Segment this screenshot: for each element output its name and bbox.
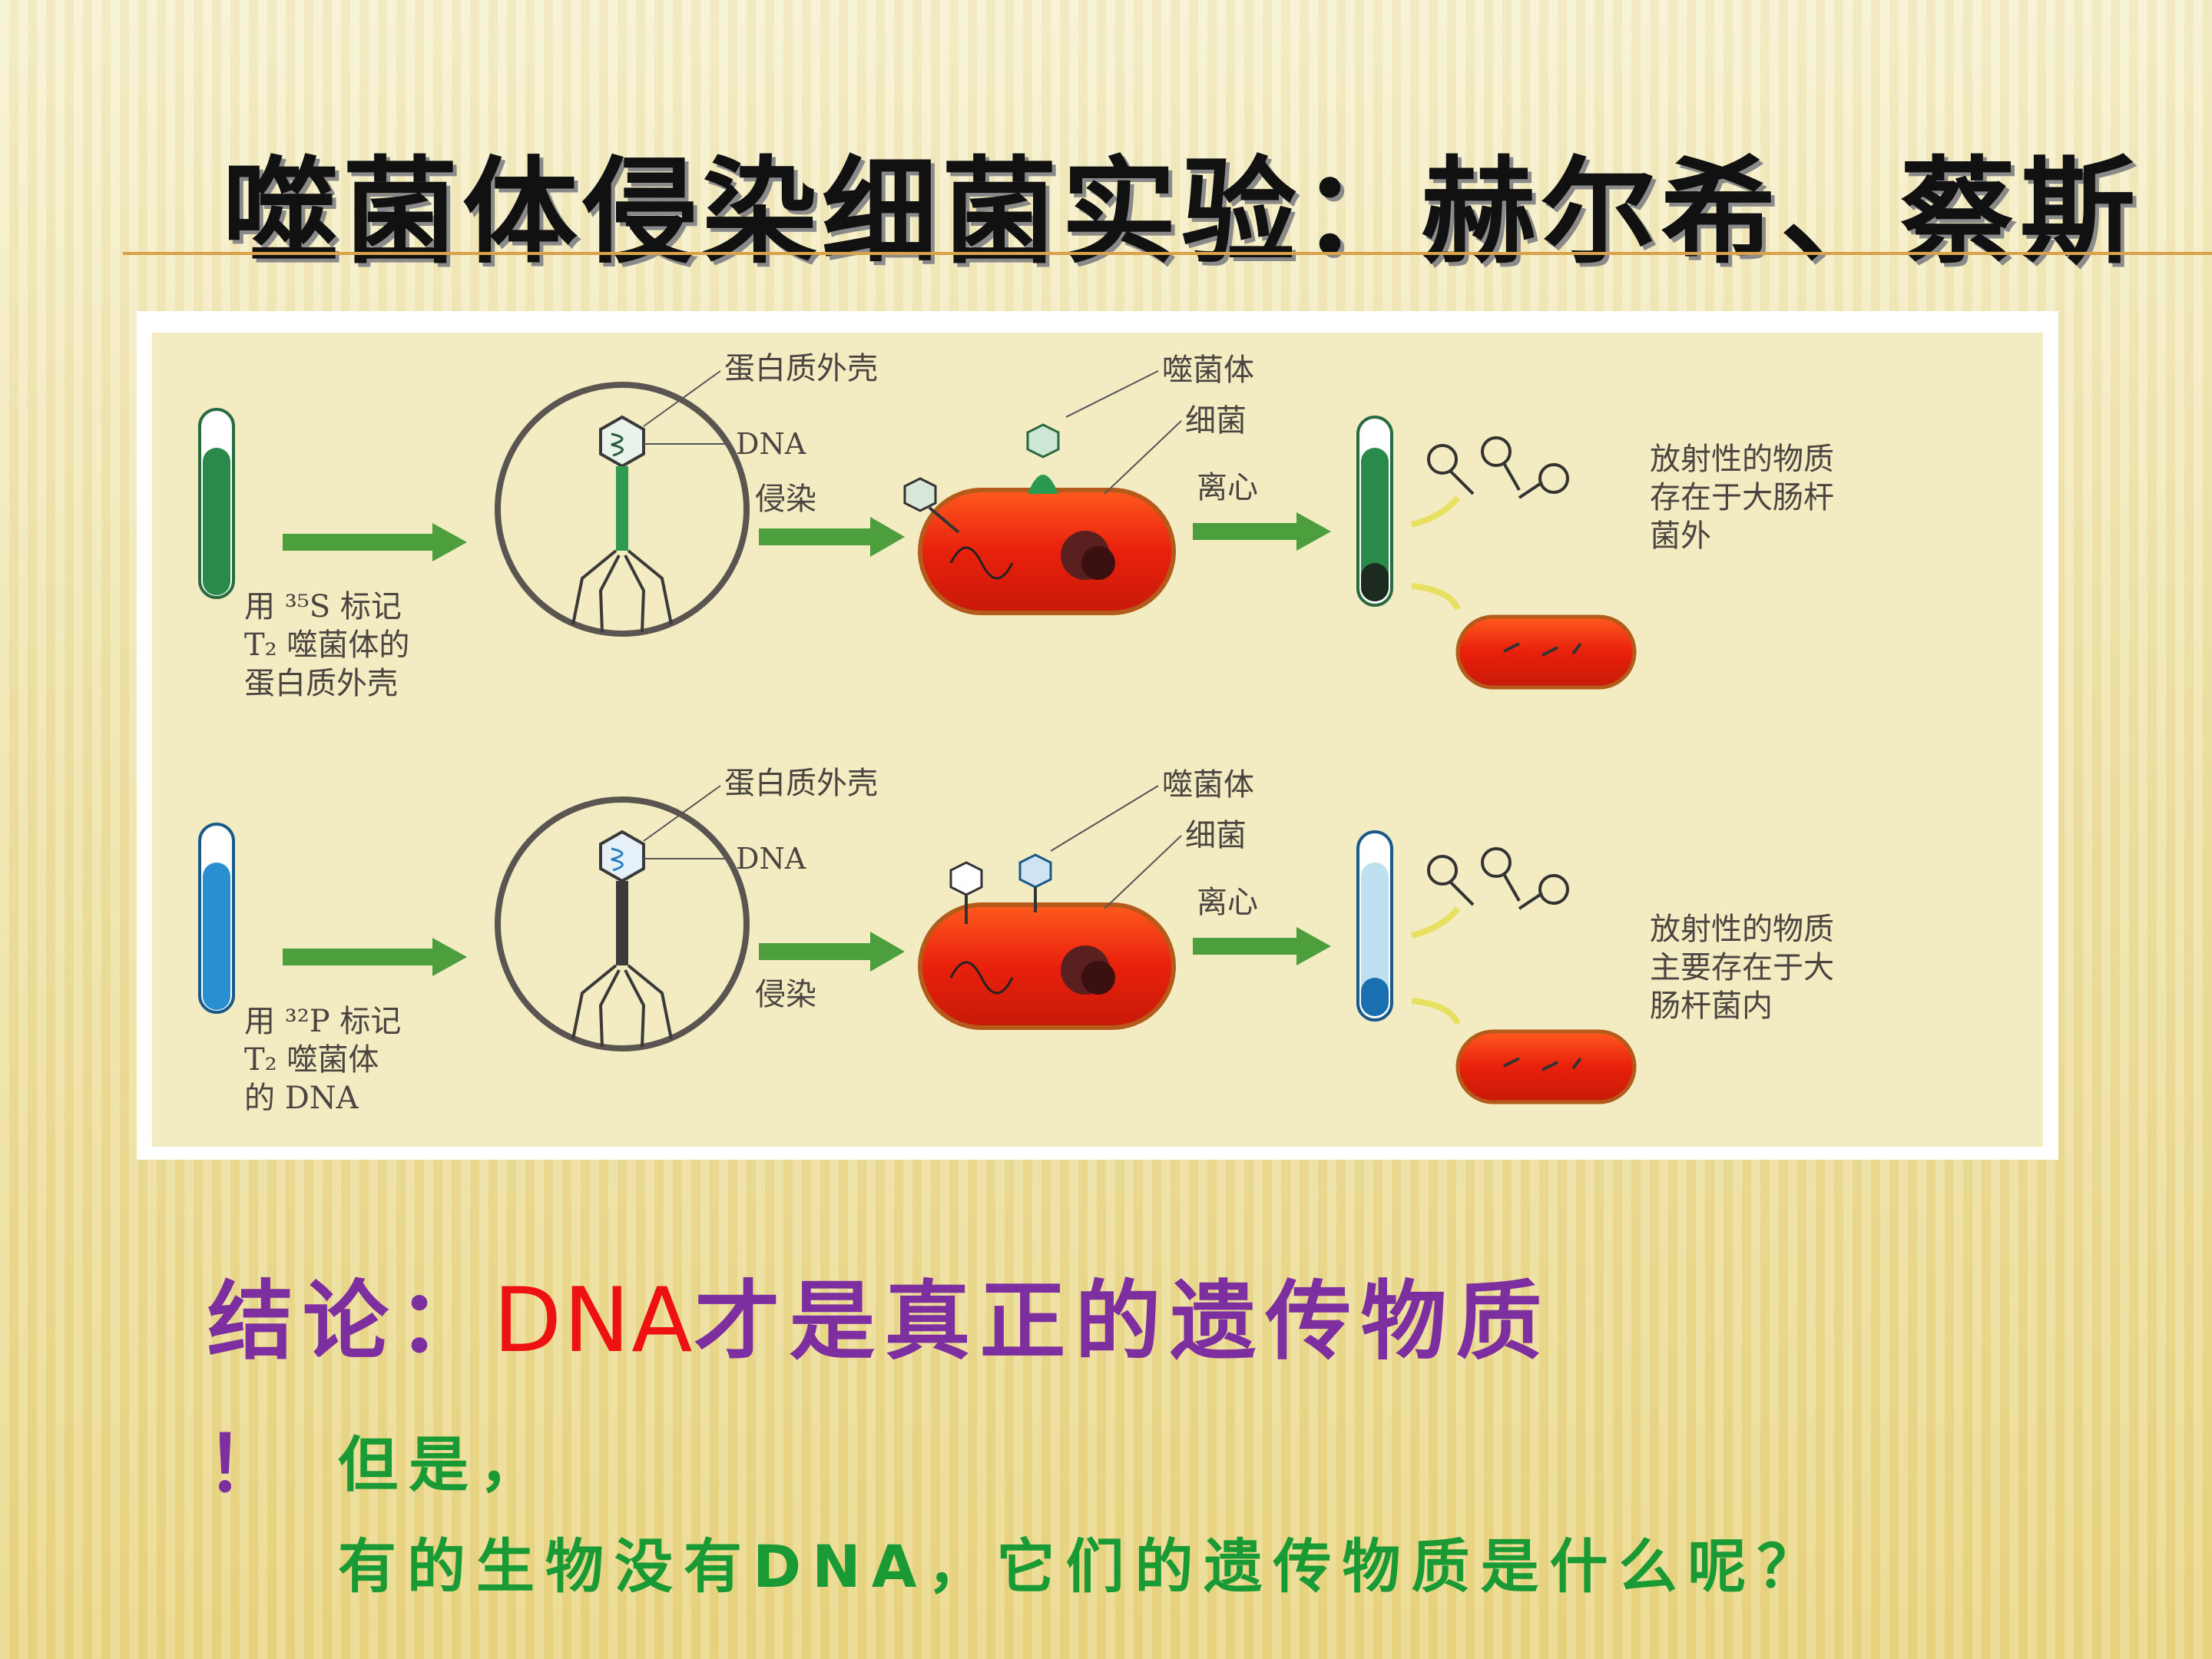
tube-caption-line: 蛋白质外壳 (244, 666, 398, 701)
arrow-icon (1193, 927, 1331, 965)
phage-magnified-icon (495, 796, 750, 1051)
test-tube-icon (198, 408, 235, 599)
empty-phage-icon (1411, 847, 1569, 939)
test-tube-icon (198, 823, 235, 1014)
bacterium-icon (918, 488, 1176, 615)
centrifuge-label: 离心 (1197, 885, 1258, 920)
arrow-icon (283, 938, 467, 976)
result-caption-line: 主要存在于大 (1650, 950, 1834, 985)
arrow-icon (759, 517, 905, 557)
protein-coat-label: 蛋白质外壳 (724, 351, 878, 386)
phage-icon (903, 477, 960, 534)
conclusion-exclaim: ！ (206, 1419, 283, 1509)
tube-caption-line: T₂ 噬菌体 (244, 1042, 379, 1078)
bacterium-icon (1455, 614, 1637, 690)
result-caption-line: 菌外 (1650, 518, 1711, 554)
dna-label: DNA (736, 427, 806, 461)
infect-label: 侵染 (755, 482, 816, 517)
test-tube-icon (1356, 830, 1393, 1022)
phage-icon (949, 861, 983, 924)
top-row: 用 ³⁵S 标记 T₂ 噬菌体的 蛋白质外壳 蛋白质外壳 DNA 侵染 (198, 351, 1834, 701)
experiment-diagram: 用 ³⁵S 标记 T₂ 噬菌体的 蛋白质外壳 蛋白质外壳 DNA 侵染 (152, 333, 2043, 1147)
dna-label: DNA (736, 842, 806, 876)
result-caption-line: 放射性的物质 (1650, 912, 1834, 947)
tube-caption-line: 用 ³⁵S 标记 (244, 589, 402, 624)
phage-icon (1018, 853, 1052, 912)
protein-coat-label: 蛋白质外壳 (724, 766, 878, 801)
arrow-icon (759, 932, 905, 972)
phage-label: 噬菌体 (1162, 353, 1254, 388)
title-divider (123, 252, 2212, 255)
tube-caption-line: 的 DNA (244, 1081, 359, 1116)
conclusion-dna: DNA (493, 1269, 694, 1373)
arrow-icon (283, 523, 467, 561)
conclusion-prefix: 结论： (207, 1272, 493, 1372)
followup-but: 但是， (338, 1431, 551, 1500)
phage-label: 噬菌体 (1162, 767, 1254, 803)
bacterium-icon (918, 902, 1176, 1030)
empty-phage-icon (1411, 436, 1569, 528)
centrifuge-label: 离心 (1197, 470, 1258, 505)
result-caption-line: 存在于大肠杆 (1650, 480, 1834, 515)
result-caption-line: 放射性的物质 (1650, 442, 1834, 477)
bacteria-label: 细菌 (1185, 818, 1247, 853)
tube-caption-line: 用 ³²P 标记 (244, 1004, 401, 1039)
test-tube-icon (1356, 416, 1393, 607)
conclusion-suffix: 才是真正的遗传物质 (694, 1272, 1551, 1372)
tube-caption-line: T₂ 噬菌体的 (244, 628, 409, 663)
phage-magnified-icon (495, 382, 750, 637)
followup-question: 有的生物没有DNA，它们的遗传物质是什么呢？ (338, 1532, 1826, 1601)
arrow-icon (1193, 512, 1331, 551)
slide-title: 噬菌体侵染细菌实验：赫尔希、蔡斯 (223, 146, 2141, 280)
experiment-figure: 用 ³⁵S 标记 T₂ 噬菌体的 蛋白质外壳 蛋白质外壳 DNA 侵染 (137, 311, 2058, 1160)
phage-icon (1026, 423, 1060, 494)
bottom-row: 用 ³²P 标记 T₂ 噬菌体 的 DNA 蛋白质外壳 DNA 侵染 (198, 766, 1834, 1116)
bacteria-label: 细菌 (1185, 403, 1247, 439)
conclusion-text: 结论：DNA才是真正的遗传物质 (207, 1252, 1551, 1376)
result-caption-line: 肠杆菌内 (1650, 988, 1773, 1024)
infect-label: 侵染 (755, 977, 816, 1012)
bacterium-icon (1455, 1029, 1637, 1104)
